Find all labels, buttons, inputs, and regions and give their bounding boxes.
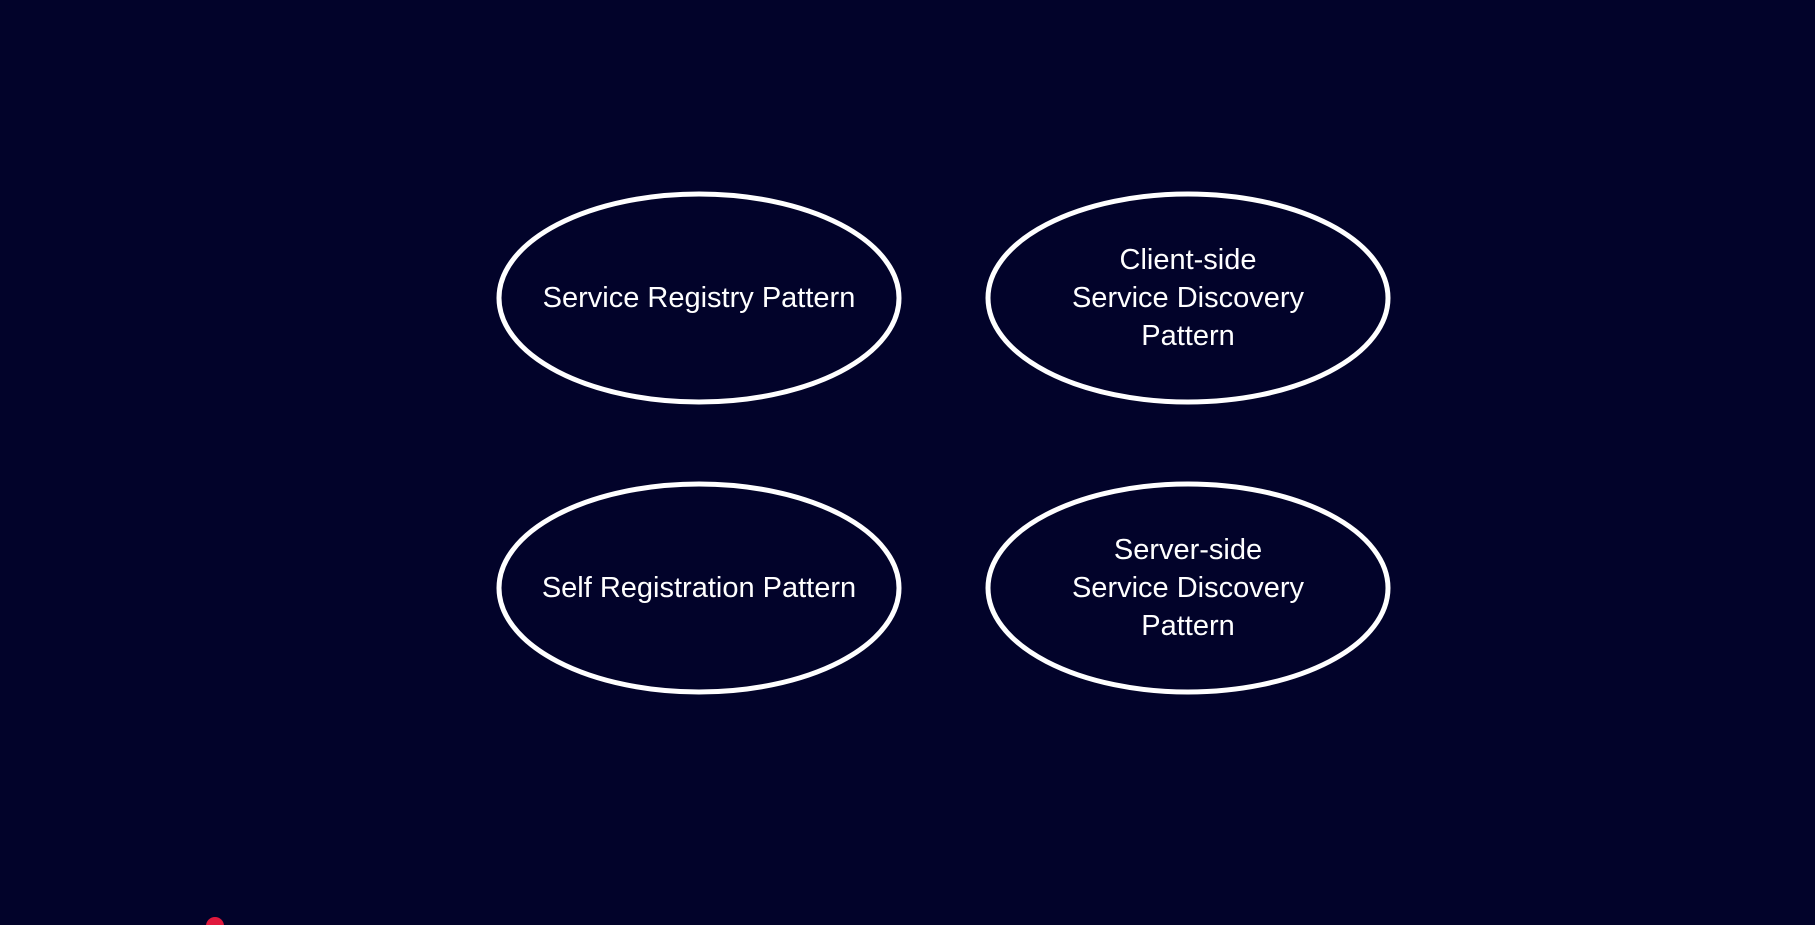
node-label-line: Pattern [1141, 320, 1235, 352]
node-label-line: Server-side [1114, 534, 1262, 566]
node-ellipse [496, 481, 902, 695]
node-ellipse [496, 191, 902, 405]
node-ellipse [985, 481, 1391, 695]
node-label-line: Service Discovery [1072, 572, 1305, 604]
nodes-layer: Service Registry Pattern Client-sideServi… [496, 191, 1391, 695]
node-service-registry: Service Registry Pattern [496, 191, 902, 405]
node-self-registration: Self Registration Pattern [496, 481, 902, 695]
node-label-line: Client-side [1120, 244, 1257, 276]
cursor-dot-icon [206, 917, 224, 925]
node-label-line: Service Registry Pattern [543, 282, 856, 314]
node-label-line: Pattern [1141, 610, 1235, 642]
node-label-line: Service Discovery [1072, 282, 1305, 314]
node-label-line: Self Registration Pattern [542, 572, 856, 604]
node-ellipse [985, 191, 1391, 405]
